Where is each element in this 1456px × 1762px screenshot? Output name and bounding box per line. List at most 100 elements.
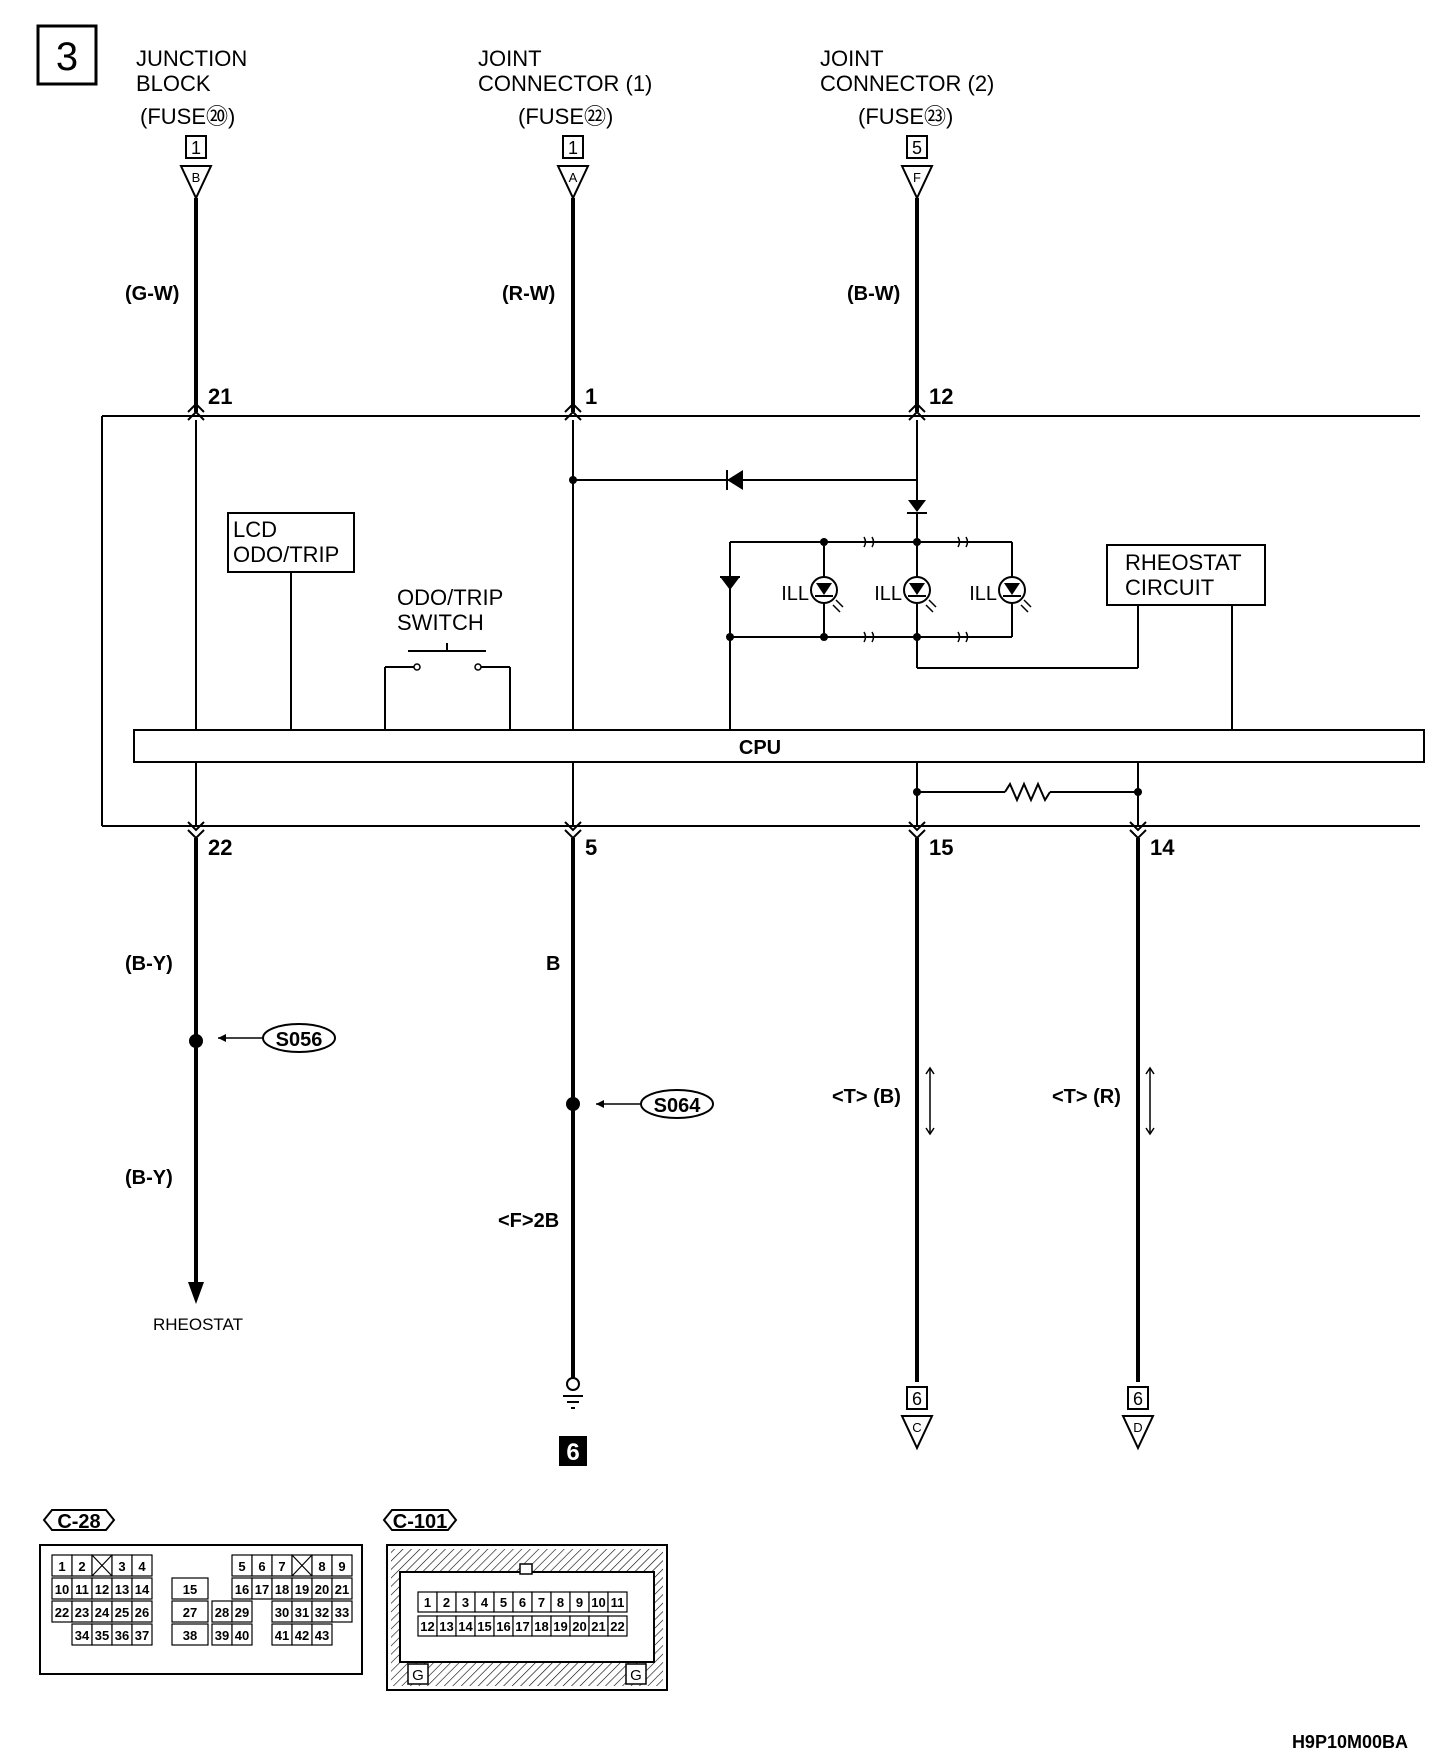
cpu-label: CPU [739,737,781,759]
connector-title: C-28 [57,1511,100,1533]
internal-wires [195,420,1233,826]
wire-color-label: <T> (R) [1052,1086,1121,1108]
terminal-number: 33 [335,1605,349,1620]
connector-letter: B [192,170,201,185]
ill-label: ILL [874,583,902,605]
terminal-number: 13 [439,1619,453,1634]
terminal-number: 16 [496,1619,510,1634]
illumination-led: ILL [874,576,937,613]
connector-letter: A [569,170,578,185]
pin-chevrons-bottom [187,821,1147,840]
terminal-number: 21 [591,1619,605,1634]
lcd-label: LCD [233,517,277,542]
odo-trip-switch: ODO/TRIP SWITCH [397,585,503,671]
terminal-cell [171,1600,209,1623]
terminal-number: 4 [481,1595,489,1610]
connector-letter: D [1133,1420,1142,1435]
terminal-number: 2 [78,1559,85,1574]
pin-number: 15 [929,835,953,860]
resistor-icon [1004,781,1051,803]
terminal-number: 1 [424,1595,431,1610]
terminal-number: 42 [295,1628,309,1643]
terminal-number: 37 [135,1628,149,1643]
splice-s056: S056 [189,1023,336,1053]
terminal-number: 7 [538,1595,545,1610]
ground-number: 6 [566,1439,579,1466]
pin-number: 1 [585,384,597,409]
page-number-box: 3 [36,24,98,86]
lcd-odo-trip: LCD ODO/TRIP [227,512,355,573]
source-title: JOINT [478,46,542,71]
terminal-cell [171,1577,209,1600]
page-link-box: 6 [912,1389,922,1409]
terminal-cell [231,1623,253,1646]
connector-arrow-icon [179,165,213,201]
terminal-number: 11 [611,1595,625,1610]
connector-arrow-icon [556,165,590,201]
terminal-number: 11 [75,1582,89,1597]
terminal-number: 18 [275,1582,289,1597]
terminal-number: 15 [477,1619,491,1634]
terminal-number: 4 [138,1559,146,1574]
connector-box-number: 5 [912,138,922,158]
terminal-cell [231,1600,253,1623]
top-wires [194,198,919,412]
connector-box-number: 1 [191,138,201,158]
terminal-cell [311,1623,333,1646]
diode-icon [907,500,927,514]
fuse-label: (FUSE㉒) [518,104,613,129]
splice-s064: S064 [566,1089,714,1119]
terminal-number: 21 [335,1582,349,1597]
source-junction-block: JUNCTION BLOCK (FUSE⑳) 1 B [136,46,247,201]
terminal-number: 23 [75,1605,89,1620]
terminal-number: 14 [135,1582,150,1597]
terminal-cell [131,1554,153,1577]
terminal-number: 9 [338,1559,345,1574]
cpu-block: CPU [133,729,1425,763]
terminal-number: 38 [183,1628,197,1643]
terminal-number: 29 [235,1605,249,1620]
fuse-label: (FUSE⑳) [140,104,235,129]
terminal-number: 36 [115,1628,129,1643]
terminal-number: 16 [235,1582,249,1597]
source-title: JUNCTION [136,46,247,71]
terminal-number: 20 [572,1619,586,1634]
terminal-number: 27 [183,1605,197,1620]
terminal-cell [607,1591,628,1613]
terminal-number: 22 [610,1619,624,1634]
terminal-cell [131,1577,153,1600]
connector-letter: F [913,170,921,185]
page-number: 3 [56,35,78,79]
terminal-number: 26 [135,1605,149,1620]
terminal-number: 15 [183,1582,197,1597]
twisted-pair-arrows [925,1066,1155,1136]
terminal-number: 19 [295,1582,309,1597]
terminal-number: 8 [318,1559,325,1574]
terminal-number: 19 [553,1619,567,1634]
terminal-number: 43 [315,1628,329,1643]
splice-label: S064 [654,1095,702,1117]
terminal-number: 6 [258,1559,265,1574]
terminal-number: 8 [557,1595,564,1610]
wire-color-label: (G-W) [125,283,179,305]
source-joint-connector-2: JOINT CONNECTOR (2) (FUSE㉓) 5 F [820,46,994,201]
combination-meter-outline [101,415,1420,827]
terminal-number: 39 [215,1628,229,1643]
terminal-number: 35 [95,1628,109,1643]
splice-label: S056 [276,1029,323,1051]
page-link-d: 6 D [1121,1386,1155,1451]
guide-label: G [412,1667,424,1684]
terminal-number: 14 [458,1619,473,1634]
terminal-number: 5 [238,1559,245,1574]
terminal-number: 32 [315,1605,329,1620]
source-title: CONNECTOR (2) [820,71,994,96]
junction-dots [569,476,1142,796]
switch-label: ODO/TRIP [397,585,503,610]
terminal-number: 9 [576,1595,583,1610]
terminal-number: 12 [95,1582,109,1597]
terminal-number: 10 [591,1595,605,1610]
terminal-cell [331,1600,353,1623]
terminal-cell [331,1554,353,1577]
